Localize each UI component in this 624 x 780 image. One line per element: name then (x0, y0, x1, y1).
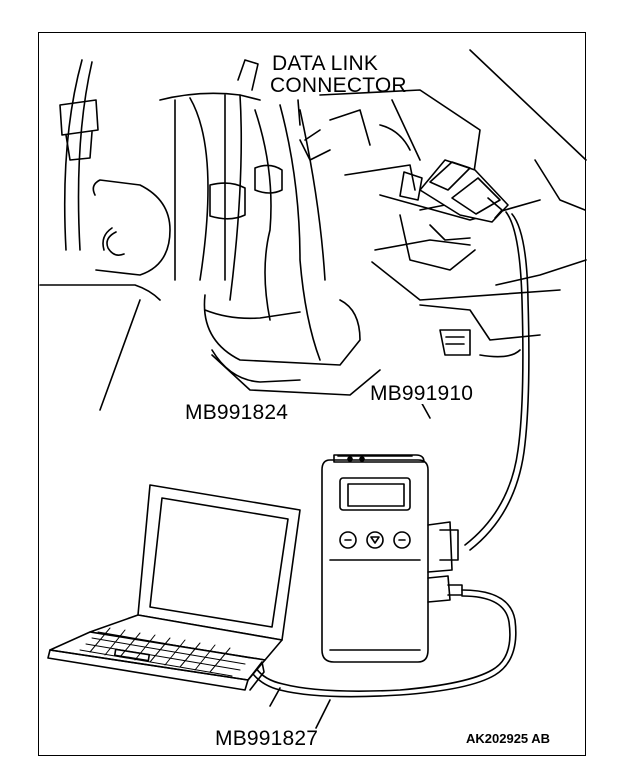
data-link-connector-label-line1: DATA LINK (272, 52, 379, 75)
figure-code: AK202925 AB (466, 731, 551, 746)
data-link-connector-label-line2: CONNECTOR (270, 74, 407, 97)
unit-mb991824-label: MB991824 (183, 401, 291, 424)
cable-mb991827-drawing (249, 589, 517, 729)
cable-mb991910-drawing (419, 211, 530, 551)
data-link-connector-drawing (297, 99, 509, 223)
cable-mb991827-label: MB991827 (215, 727, 319, 750)
dashboard-underside-drawing (39, 49, 587, 411)
laptop-drawing (47, 484, 301, 691)
cable-mb991910-label: MB991910 (368, 382, 476, 405)
vci-unit-drawing (321, 454, 463, 663)
